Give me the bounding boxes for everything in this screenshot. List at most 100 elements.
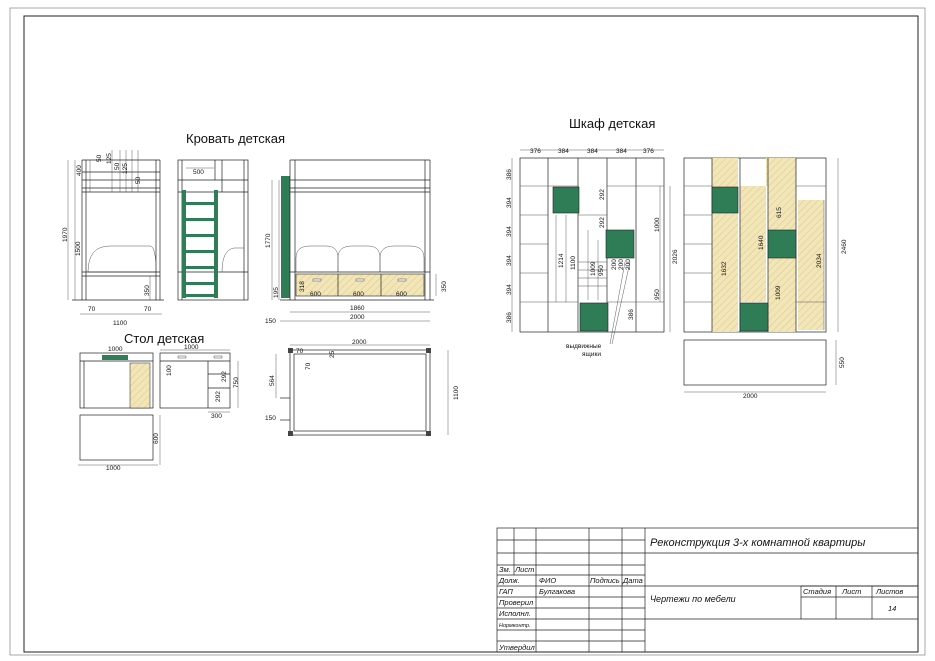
stamp-fio: ФИО bbox=[539, 576, 556, 585]
plan-dim-25: 25 bbox=[329, 350, 336, 358]
bed-dim-50c: 50 bbox=[135, 176, 142, 184]
bed-dim-1100: 1100 bbox=[113, 320, 127, 327]
ward-dim-1100: 1100 bbox=[570, 256, 577, 270]
desk-dim-100: 100 bbox=[166, 365, 173, 376]
desk-dim-750: 750 bbox=[233, 377, 240, 388]
bed-dim-600a: 600 bbox=[310, 291, 321, 298]
bed-front-view bbox=[177, 159, 249, 301]
desk-dimensions bbox=[78, 349, 239, 466]
ward-dim-2460: 2460 bbox=[841, 239, 848, 254]
bed-dim-1500: 1500 bbox=[75, 241, 82, 256]
ward-dim-2026: 2026 bbox=[672, 249, 679, 264]
ward-dim-2000: 2000 bbox=[743, 393, 758, 400]
desk-top-view bbox=[79, 414, 154, 461]
ward-dim-1009b: 1009 bbox=[775, 285, 782, 300]
stamp-data: Дата bbox=[622, 576, 643, 585]
plan-dim-1100: 1100 bbox=[453, 386, 460, 400]
stamp-listov: Листов bbox=[875, 587, 903, 596]
title-block bbox=[496, 527, 919, 653]
ward-dim-1214: 1214 bbox=[558, 253, 565, 268]
bed-dim-350: 350 bbox=[144, 285, 151, 296]
desk-front-view bbox=[79, 352, 154, 409]
stamp-project: Реконструкция 3-х комнатной квартиры bbox=[650, 537, 865, 549]
bed-dim-600c: 600 bbox=[396, 291, 407, 298]
ward-dim-550: 550 bbox=[839, 357, 846, 368]
bed-plan-dimensions bbox=[275, 344, 449, 435]
bed-dim-350r: 350 bbox=[441, 281, 448, 292]
ward-dim-384c: 384 bbox=[616, 148, 627, 155]
ward-dim-292b: 292 bbox=[599, 217, 606, 228]
drawers-label-1: выдвижные bbox=[566, 343, 602, 350]
stamp-gap: ГАП bbox=[499, 587, 513, 596]
wardrobe-title: Шкаф детская bbox=[569, 116, 655, 131]
stamp-ispolnil: Исполнл. bbox=[499, 609, 531, 618]
plan-dim-70b: 70 bbox=[305, 362, 312, 370]
drawers-label-2: ящики bbox=[582, 351, 601, 358]
ward-dim-386a: 386 bbox=[506, 169, 513, 180]
bed-dim-50a: 50 bbox=[96, 154, 103, 162]
desk-dim-300: 300 bbox=[211, 413, 222, 420]
ward-dim-200c: 200 bbox=[625, 259, 632, 270]
bed-dim-50b: 50 bbox=[114, 162, 121, 170]
stamp-list: Лист bbox=[514, 565, 534, 574]
plan-dim-70a: 70 bbox=[296, 348, 304, 355]
wardrobe-front-dimensions bbox=[511, 149, 671, 345]
bed-side-dimensions bbox=[67, 150, 162, 315]
stamp-izm: Зм. bbox=[499, 565, 511, 574]
wardrobe-top-view bbox=[683, 339, 837, 393]
ward-dim-1009: 1009 bbox=[590, 261, 597, 276]
plan-dim-2000: 2000 bbox=[352, 339, 367, 346]
bed-dim-2000: 2000 bbox=[350, 314, 365, 321]
ward-dim-2034: 2034 bbox=[816, 253, 823, 268]
wardrobe-interior-dimensions bbox=[823, 158, 839, 332]
bed-dim-70b: 70 bbox=[144, 306, 152, 313]
bed-dim-150: 150 bbox=[265, 318, 276, 325]
bed-dim-600b: 600 bbox=[353, 291, 364, 298]
stamp-proveril: Проверил bbox=[499, 598, 534, 607]
ward-dim-384b: 384 bbox=[587, 148, 598, 155]
ward-dim-394c: 394 bbox=[506, 255, 513, 266]
bed-dim-195: 195 bbox=[273, 287, 280, 298]
bed-dim-70a: 70 bbox=[88, 306, 96, 313]
stamp-stadia: Стадия bbox=[803, 587, 831, 596]
stamp-podpis: Подпись bbox=[590, 576, 620, 585]
ward-dim-394b: 394 bbox=[506, 226, 513, 237]
wardrobe-green-boxes bbox=[552, 186, 635, 332]
stamp-dolzh: Долж. bbox=[498, 576, 520, 585]
stamp-sheet-title: Чертежи по мебели bbox=[650, 594, 736, 604]
stamp-sheet-no: 14 bbox=[888, 604, 896, 613]
desk-dim-1000b: 1000 bbox=[184, 344, 199, 351]
plan-dim-564: 564 bbox=[269, 375, 276, 386]
bed-plan-view bbox=[280, 348, 431, 436]
bed-dim-318: 318 bbox=[299, 281, 306, 292]
ward-dim-950a: 950 bbox=[598, 265, 605, 276]
bed-side-view bbox=[72, 159, 164, 301]
ward-dim-386b: 386 bbox=[506, 312, 513, 323]
plan-dim-150: 150 bbox=[265, 415, 276, 422]
ward-dim-394d: 394 bbox=[506, 284, 513, 295]
bed-dim-500: 500 bbox=[193, 169, 204, 176]
bed-dim-125: 125 bbox=[106, 153, 113, 164]
wardrobe-interior-green bbox=[711, 186, 797, 332]
bed-dim-1770: 1770 bbox=[265, 233, 272, 248]
desk-dim-292a: 292 bbox=[221, 371, 228, 382]
desk-dim-1000a: 1000 bbox=[108, 346, 123, 353]
ward-dim-292a: 292 bbox=[599, 189, 606, 200]
desk-dim-292b: 292 bbox=[215, 391, 222, 402]
desk-title: Стол детская bbox=[124, 331, 204, 346]
ward-dim-950b: 950 bbox=[654, 289, 661, 300]
ward-dim-1632: 1632 bbox=[721, 261, 728, 276]
bed-long-dimensions bbox=[271, 180, 437, 322]
bed-dim-1860: 1860 bbox=[350, 305, 365, 312]
bed-title: Кровать детская bbox=[186, 131, 285, 146]
bed-dim-400: 400 bbox=[76, 165, 83, 176]
inner-frame bbox=[23, 15, 919, 653]
bed-dim-1970: 1970 bbox=[62, 227, 69, 242]
desk-dim-600: 600 bbox=[153, 433, 160, 444]
desk-dim-1000c: 1000 bbox=[106, 465, 121, 472]
stamp-list-h: Лист bbox=[841, 587, 861, 596]
ward-dim-1640: 1640 bbox=[758, 235, 765, 250]
outer-frame bbox=[9, 7, 926, 656]
ward-dim-200b: 200 bbox=[618, 259, 625, 270]
ward-dim-386c: 386 bbox=[628, 309, 635, 320]
